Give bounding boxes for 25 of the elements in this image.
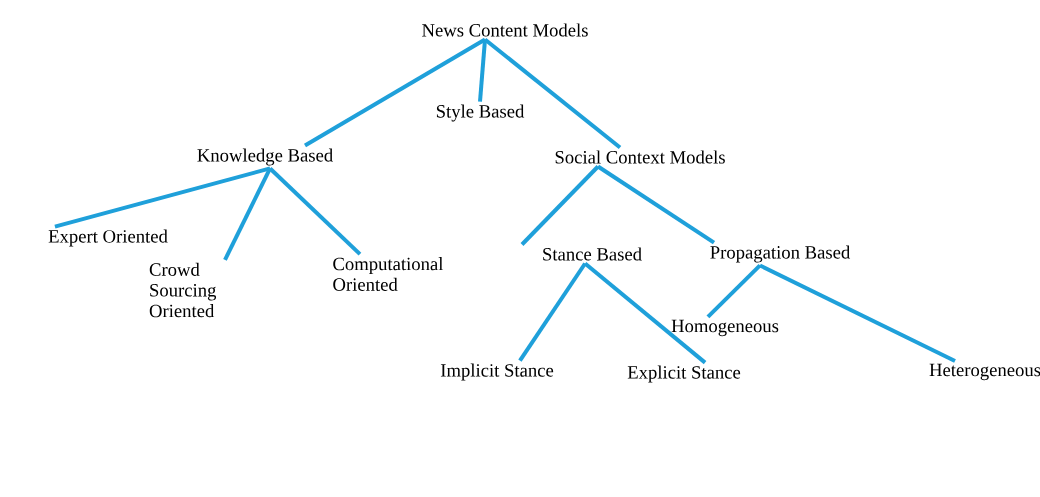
connector-line bbox=[304, 37, 486, 148]
connector-line bbox=[596, 164, 716, 245]
node-label: Heterogeneous bbox=[929, 363, 1040, 381]
node-label: Explicit Stance bbox=[627, 365, 741, 383]
node-label: Expert Oriented bbox=[48, 229, 168, 247]
node-label: Style Based bbox=[436, 104, 525, 122]
connector-line bbox=[223, 167, 272, 261]
node-label: Crowd Sourcing Oriented bbox=[149, 262, 217, 318]
connector-line bbox=[478, 39, 487, 102]
connector-line bbox=[268, 167, 362, 256]
node-label: Homogeneous bbox=[671, 319, 779, 337]
connector-line bbox=[483, 37, 622, 150]
node-label: Propagation Based bbox=[710, 245, 851, 263]
connector-line bbox=[759, 263, 956, 363]
connector-line bbox=[518, 262, 587, 362]
connector-line bbox=[706, 264, 762, 319]
node-label: Social Context Models bbox=[555, 150, 725, 164]
node-label: News Content Models bbox=[422, 23, 588, 37]
node-label: Knowledge Based bbox=[197, 148, 333, 166]
connector-line bbox=[520, 165, 600, 246]
connector-line bbox=[54, 166, 271, 229]
node-label: Computational Oriented bbox=[333, 257, 444, 291]
node-label: Implicit Stance bbox=[440, 363, 554, 381]
node-label: Stance Based bbox=[543, 247, 642, 261]
connector-line bbox=[583, 261, 707, 365]
